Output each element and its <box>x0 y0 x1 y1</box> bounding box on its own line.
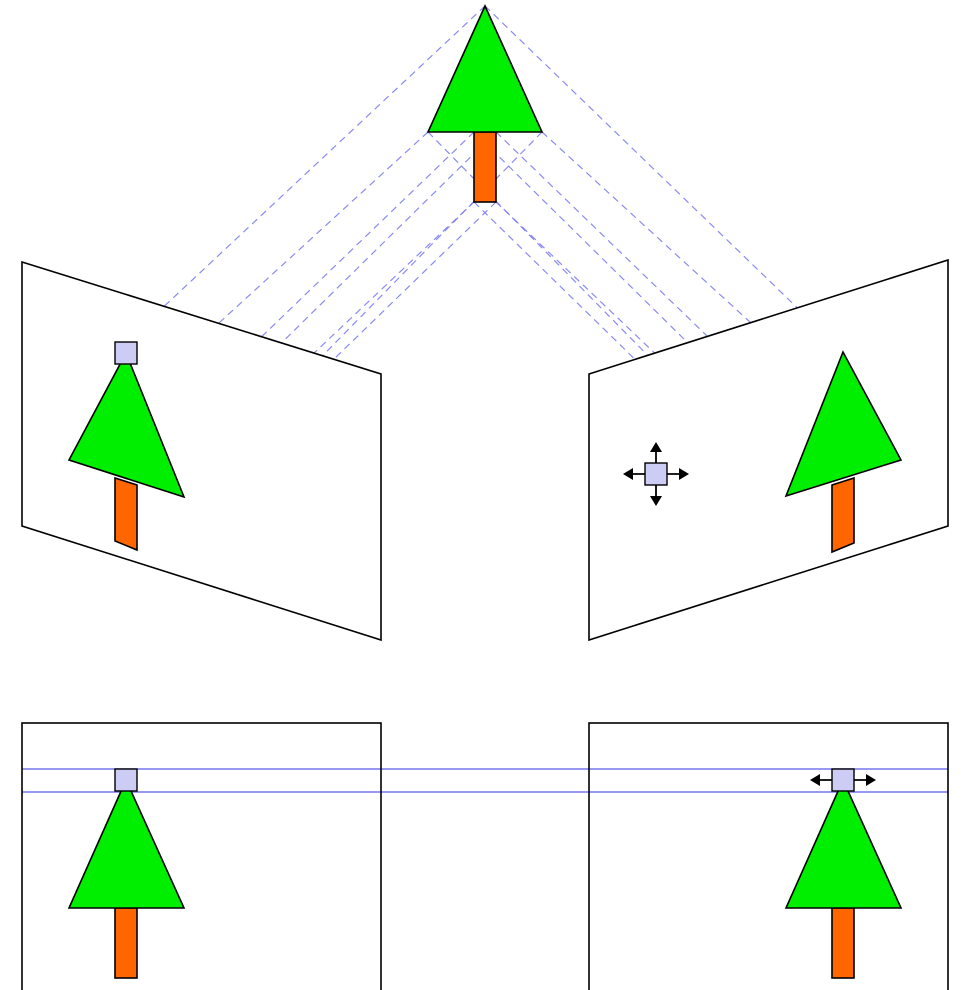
horizontal-slide-icon[interactable] <box>810 768 876 792</box>
left-plane-tree-foliage <box>67 351 186 499</box>
left-rectified-tree-trunk <box>114 907 138 979</box>
ray-right-base-r <box>541 131 902 461</box>
right-rectified-frame <box>588 722 949 990</box>
object-tree-foliage <box>426 4 544 133</box>
left-image-plane <box>21 260 382 642</box>
left-rectified-tree-foliage <box>67 778 186 909</box>
ray-right-apex <box>484 5 844 353</box>
ray-left-apex <box>125 5 486 343</box>
right-rectified-tree-trunk <box>831 907 855 979</box>
epipolar-lines <box>22 768 948 793</box>
left-rectified-view <box>21 722 382 990</box>
four-way-move-icon[interactable] <box>623 442 689 506</box>
right-plane-tree-foliage <box>784 350 903 498</box>
right-plane-tree-trunk <box>831 476 855 554</box>
right-plane-handle <box>644 462 668 486</box>
left-plane-handle[interactable] <box>114 341 138 365</box>
right-rectified-tree-foliage <box>784 778 903 909</box>
left-plane-frame <box>21 260 382 642</box>
left-plane-tree-trunk <box>114 476 138 552</box>
object-tree <box>426 4 544 203</box>
right-plane-frame <box>588 258 949 642</box>
left-rectified-frame <box>21 722 382 990</box>
object-tree-trunk <box>473 131 497 203</box>
ray-left-base-l <box>68 131 429 461</box>
right-rectified-handle <box>831 768 855 792</box>
right-rectified-view <box>588 722 949 990</box>
left-rectified-handle[interactable] <box>114 768 138 792</box>
right-image-plane <box>588 258 949 642</box>
